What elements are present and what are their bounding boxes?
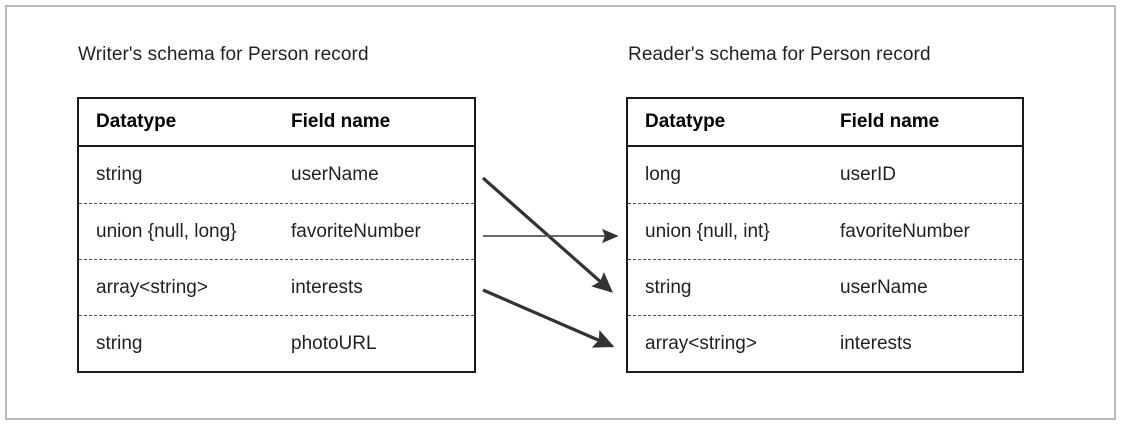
- table-row: string userName: [628, 259, 1022, 315]
- table-row: long userID: [628, 147, 1022, 203]
- cell-field-name: favoriteNumber: [840, 220, 970, 242]
- cell-datatype: long: [645, 164, 681, 185]
- table-row: union {null, long} favoriteNumber: [79, 203, 474, 259]
- column-header-field-name: Field name: [291, 111, 391, 132]
- table-row: string userName: [79, 147, 474, 203]
- cell-datatype: array<string>: [96, 276, 208, 298]
- table-header-row: Datatype Field name: [628, 99, 1022, 147]
- cell-datatype: array<string>: [645, 332, 757, 354]
- cell-field-name: interests: [840, 332, 912, 354]
- table-row: array<string> interests: [628, 315, 1022, 371]
- cell-datatype: union {null, long}: [96, 220, 237, 242]
- cell-field-name: interests: [291, 276, 363, 298]
- cell-field-name: userName: [840, 276, 928, 298]
- table-row: union {null, int} favoriteNumber: [628, 203, 1022, 259]
- cell-field-name: favoriteNumber: [291, 220, 421, 242]
- cell-field-name: photoURL: [291, 332, 377, 354]
- writer-schema-caption: Writer's schema for Person record: [78, 44, 369, 65]
- cell-datatype: union {null, int}: [645, 220, 770, 242]
- column-header-datatype: Datatype: [96, 111, 177, 132]
- cell-field-name: userID: [840, 164, 896, 185]
- table-row: string photoURL: [79, 315, 474, 371]
- table-row: array<string> interests: [79, 259, 474, 315]
- column-header-field-name: Field name: [840, 111, 940, 132]
- reader-schema-caption: Reader's schema for Person record: [628, 44, 931, 65]
- cell-datatype: string: [96, 332, 143, 354]
- cell-datatype: string: [96, 164, 143, 185]
- table-header-row: Datatype Field name: [79, 99, 474, 147]
- reader-schema-table: Datatype Field name long userID union {n…: [626, 97, 1024, 373]
- column-header-datatype: Datatype: [645, 111, 726, 132]
- cell-field-name: userName: [291, 164, 379, 185]
- cell-datatype: string: [645, 276, 692, 298]
- writer-schema-table: Datatype Field name string userName unio…: [77, 97, 476, 373]
